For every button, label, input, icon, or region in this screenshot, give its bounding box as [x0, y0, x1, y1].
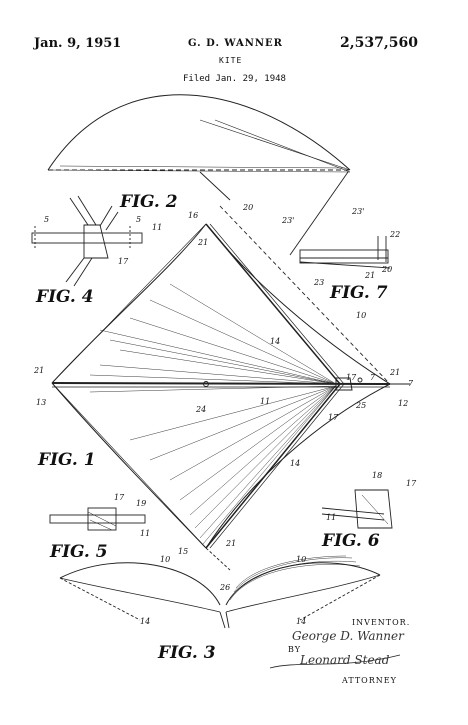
document-title: KITE	[219, 56, 243, 65]
ref-10-a: 10	[356, 311, 366, 320]
ref-12: 12	[398, 399, 408, 408]
ref-15: 15	[178, 547, 188, 556]
ref-14-c: 14	[140, 617, 150, 626]
ref-23: 23	[313, 278, 324, 287]
fig7-label: FIG. 7	[329, 283, 388, 303]
ref-17-c: 17	[118, 257, 129, 266]
ref-10-b: 10	[160, 555, 170, 564]
ref-25: 25	[355, 401, 366, 410]
ref-14-b: 14	[290, 459, 300, 468]
ref-20-a: 20	[242, 203, 253, 212]
fig1-label: FIG. 1	[37, 450, 96, 470]
ref-22: 22	[389, 230, 400, 239]
ref-24: 24	[195, 405, 206, 414]
patent-number: 2,537,560	[340, 35, 418, 51]
ref-20-b: 20	[381, 265, 392, 274]
ref-11-b: 11	[152, 223, 162, 232]
ref-16: 16	[188, 211, 198, 220]
attorney-label: ATTORNEY	[341, 676, 397, 685]
ref-23p-b: 23'	[351, 207, 364, 216]
ref-23p-a: 23'	[281, 216, 294, 225]
ref-13: 13	[36, 398, 46, 407]
inventor-signature: George D. Wanner	[292, 629, 405, 643]
ref-14-a: 14	[270, 337, 280, 346]
ref-26: 26	[219, 583, 230, 592]
fig6-label: FIG. 6	[321, 531, 380, 551]
fig1-shading	[89, 283, 337, 545]
ref-10-c: 10	[296, 555, 306, 564]
ref-14-d: 14	[296, 617, 306, 626]
ref-17-b: 17	[328, 413, 339, 422]
ref-21-c: 21	[33, 366, 44, 375]
fig2-drawing	[47, 94, 351, 256]
ref-21-b: 21	[364, 271, 375, 280]
ref-17-a: 17	[346, 373, 357, 382]
fig1-drawing	[51, 205, 410, 571]
ref-11-a: 11	[260, 397, 270, 406]
fig3-label: FIG. 3	[157, 643, 216, 663]
patent-date: Jan. 9, 1951	[34, 36, 122, 51]
ref-5-a: 5	[44, 215, 49, 224]
fig7-drawing	[299, 236, 391, 269]
ref-17-d: 17	[114, 493, 125, 502]
ref-5-b: 5	[136, 215, 141, 224]
fig6-drawing	[321, 489, 393, 529]
inventor-label: INVENTOR.	[352, 618, 410, 627]
ref-7-b: 7	[408, 379, 414, 388]
fig3-shading	[229, 555, 361, 601]
attorney-signature-stroke	[269, 654, 401, 669]
fig3-drawing	[59, 562, 381, 629]
ref-18: 18	[372, 471, 382, 480]
filed-date: Filed Jan. 29, 1948	[183, 74, 286, 84]
fig4-drawing	[31, 195, 143, 287]
ref-21-d: 21	[389, 368, 400, 377]
fig5-label: FIG. 5	[49, 542, 108, 562]
ref-19: 19	[136, 499, 146, 508]
ref-7-a: 7	[370, 373, 376, 382]
by-label: BY	[288, 645, 301, 654]
inventor-header: G. D. WANNER	[188, 38, 283, 49]
fig2-label: FIG. 2	[119, 192, 178, 212]
fig5-drawing	[49, 507, 146, 531]
ref-21-a: 21	[197, 238, 208, 247]
attorney-signature: Leonard Stead	[299, 653, 390, 667]
fig4-label: FIG. 4	[35, 287, 94, 307]
ref-17-e: 17	[406, 479, 417, 488]
ref-11-d: 11	[326, 513, 336, 522]
ref-11-c: 11	[140, 529, 150, 538]
ref-21-e: 21	[225, 539, 236, 548]
